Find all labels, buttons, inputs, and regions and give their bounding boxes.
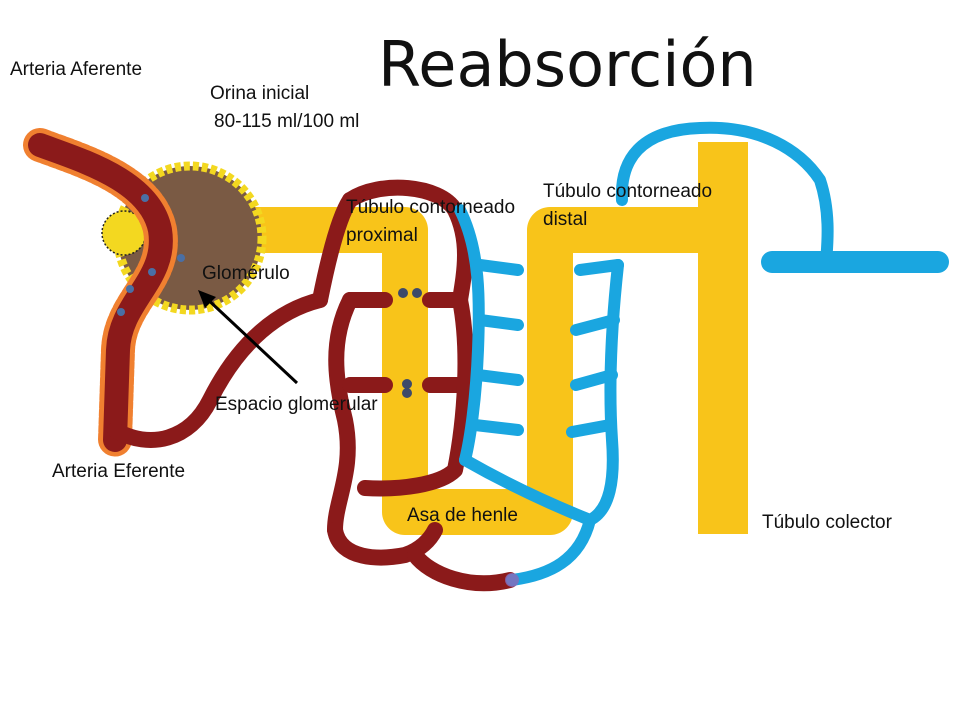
label-tubulo-colector: Túbulo colector: [762, 512, 892, 533]
glomerulus-dot: [148, 268, 156, 276]
label-arteria-aferente: Arteria Aferente: [10, 59, 143, 80]
glomerulus-dot: [117, 308, 125, 316]
label-orina-inicial: Orina inicial: [210, 83, 310, 104]
label-arteria-eferente: Arteria Eferente: [52, 461, 186, 482]
glomerulus-dot: [141, 194, 149, 202]
diagram-title: Reabsorción: [378, 28, 757, 101]
tubule-dot: [402, 379, 412, 389]
glomerulus-dot: [177, 254, 185, 262]
label-asa-de-henle: Asa de henle: [407, 505, 518, 526]
label-espacio-glomerular: Espacio glomerular: [215, 394, 378, 415]
tubule-dot: [412, 288, 422, 298]
tubule-main: [250, 207, 724, 535]
pointer-arrow-line: [202, 294, 299, 385]
glomerulus-dot: [126, 285, 134, 293]
artery-vein-junction: [505, 573, 519, 587]
tubule-dot: [398, 288, 408, 298]
label-tubulo-proximal-1: Túbulo contorneado: [346, 197, 516, 218]
vasa-recta-blue: [454, 121, 949, 586]
label-glomerulo: Glomérulo: [202, 263, 290, 284]
afferent-artery: [28, 133, 173, 452]
label-tubulo-distal-2: distal: [543, 209, 588, 230]
label-orina-inicial-valor: 80-115 ml/100 ml: [214, 111, 360, 132]
tubule-dot: [402, 388, 412, 398]
label-tubulo-distal-1: Túbulo contorneado: [543, 181, 713, 202]
label-tubulo-proximal-2: proximal: [346, 225, 418, 246]
pointer-arrow-head: [198, 290, 216, 308]
efferent-artery: [107, 292, 328, 448]
